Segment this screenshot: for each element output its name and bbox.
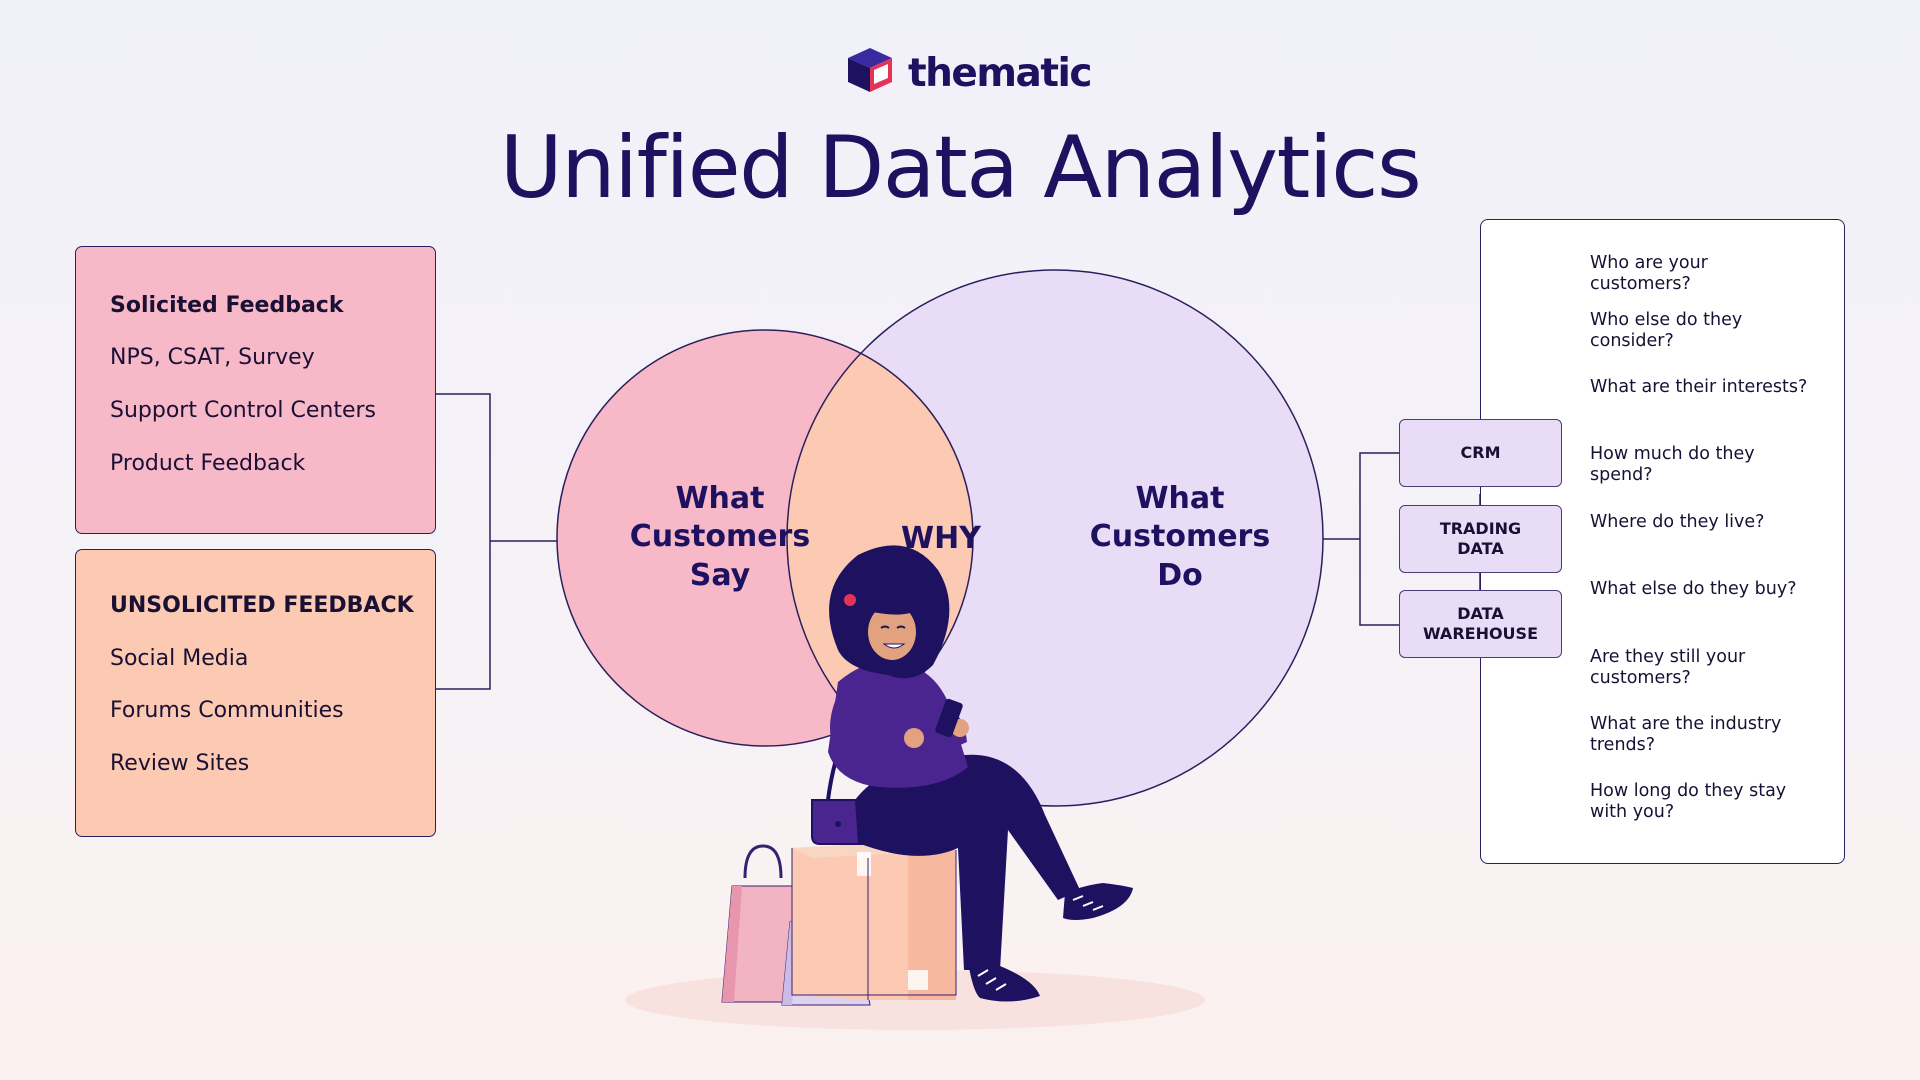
venn-label-say-line3: Say	[690, 558, 751, 593]
venn-label-do-line3: Do	[1157, 558, 1203, 593]
tag-trading-data: TRADING DATA	[1399, 505, 1562, 573]
venn-label-say-line1: What	[675, 481, 764, 516]
tag-crm-label: CRM	[1461, 443, 1501, 462]
tag-warehouse-line1: DATA	[1423, 604, 1538, 624]
tag-data-warehouse: DATA WAREHOUSE	[1399, 590, 1562, 658]
tag-warehouse-line2: WAREHOUSE	[1423, 624, 1538, 644]
venn-label-do-line2: Customers	[1090, 519, 1270, 554]
question-item: What else do they buy?	[1590, 579, 1835, 600]
tag-trading-line2: DATA	[1440, 539, 1521, 559]
question-item: Where do they live?	[1590, 512, 1835, 533]
tag-crm: CRM	[1399, 419, 1562, 487]
venn-label-do-line1: What	[1135, 481, 1224, 516]
question-item: What are their interests?	[1590, 377, 1835, 398]
venn-label-say-line2: Customers	[630, 519, 810, 554]
cardboard-box	[792, 840, 956, 1000]
left-bracket-connector	[436, 394, 558, 689]
tag-trading-line1: TRADING	[1440, 519, 1521, 539]
